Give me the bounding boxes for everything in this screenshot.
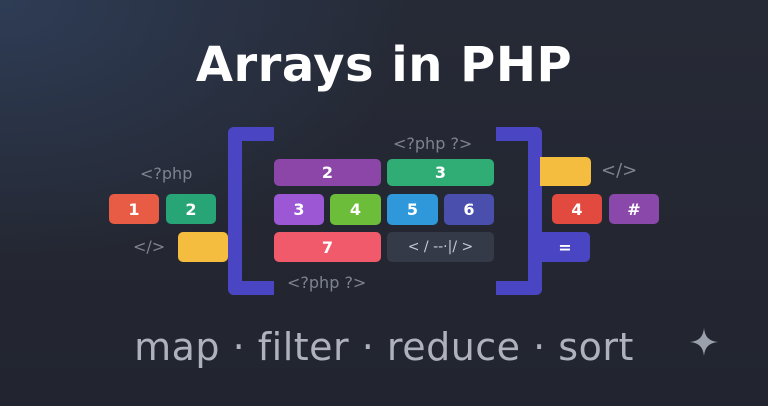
outer-item <box>540 157 591 186</box>
php-tag-bottom: <?php ?> <box>287 273 367 292</box>
array-item: 2 <box>274 159 381 186</box>
right-bracket <box>496 127 542 295</box>
outer-item: 2 <box>166 194 216 224</box>
footer-methods: map · filter · reduce · sort <box>134 325 634 369</box>
html-tag-right: </> <box>601 160 638 181</box>
left-bracket <box>228 127 274 295</box>
php-tag-top: <?php ?> <box>393 134 473 153</box>
sparkle-icon <box>690 328 718 356</box>
array-item: 4 <box>330 194 381 225</box>
array-item: 6 <box>444 194 494 225</box>
outer-item: # <box>609 194 659 224</box>
array-item: 3 <box>387 159 494 186</box>
outer-item: 1 <box>109 194 159 224</box>
outer-item: 4 <box>552 194 602 224</box>
outer-item: = <box>540 232 590 262</box>
array-item-placeholder: < / --·|/ > <box>387 232 494 262</box>
array-item: 7 <box>274 232 381 262</box>
page-title: Arrays in PHP <box>195 37 573 93</box>
array-item: 3 <box>274 194 324 225</box>
html-tag-left: </> <box>133 237 166 256</box>
array-item: 5 <box>387 194 438 225</box>
php-tag-left: <?php <box>140 164 193 183</box>
outer-item <box>178 232 228 262</box>
